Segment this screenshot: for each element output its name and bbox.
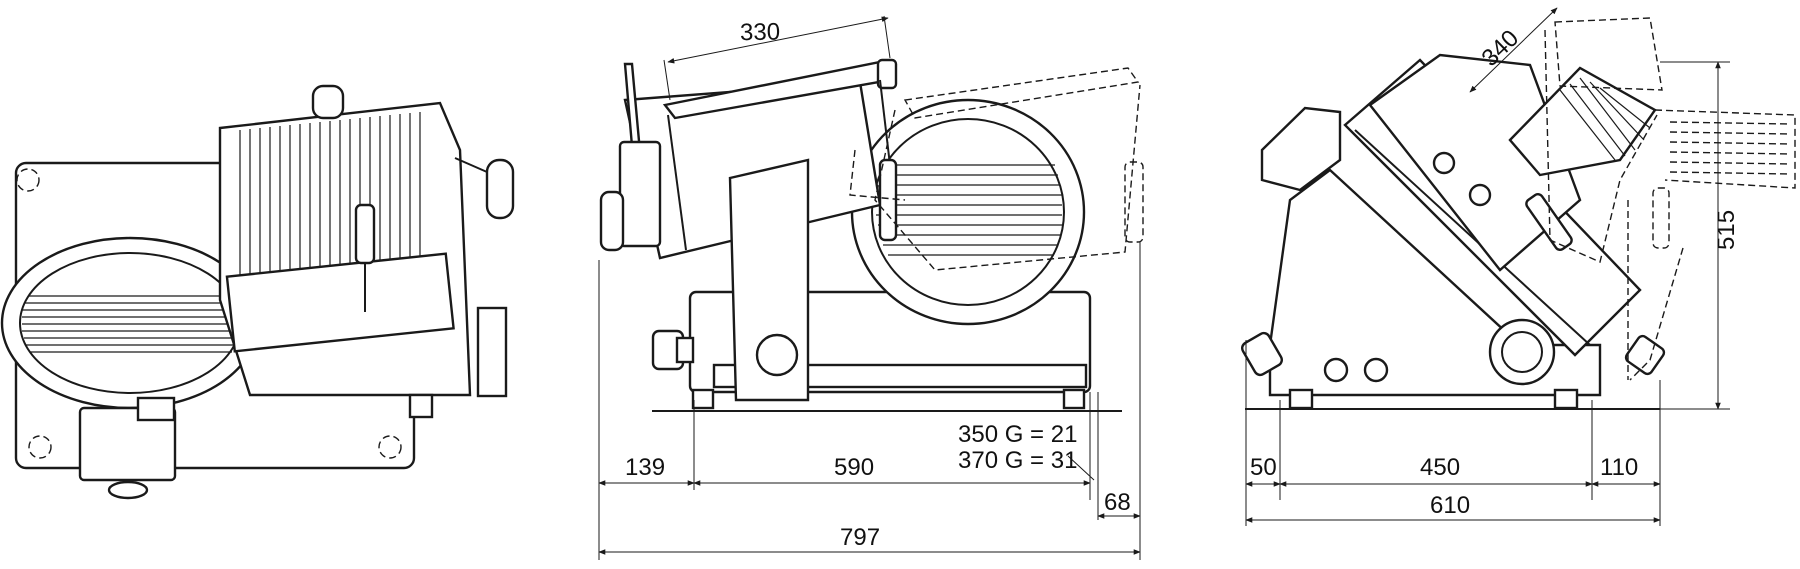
bottom-knob bbox=[107, 480, 149, 500]
pusher-plate bbox=[225, 252, 455, 353]
foot-mark bbox=[28, 435, 52, 459]
note-350: 350 G = 21 bbox=[958, 421, 1077, 448]
dim-330: 330 bbox=[740, 19, 781, 47]
tilted-view: 340 515 50 450 110 610 bbox=[1241, 7, 1796, 526]
dim-110: 110 bbox=[1600, 454, 1638, 481]
dim-610: 610 bbox=[1430, 492, 1470, 519]
front-knob bbox=[1241, 331, 1283, 377]
column-bolt bbox=[755, 333, 799, 377]
dim-797: 797 bbox=[840, 524, 880, 551]
ghost-arm bbox=[903, 67, 1140, 119]
top-knob bbox=[311, 84, 345, 120]
foot-pedal bbox=[1624, 334, 1666, 376]
side-view: 330 139 590 350 G = 21 370 G = 31 68 797 bbox=[598, 15, 1144, 560]
base-bolt bbox=[1363, 357, 1389, 383]
side-rail bbox=[476, 306, 508, 398]
dim-139: 139 bbox=[625, 454, 665, 481]
dim-450: 450 bbox=[1420, 454, 1460, 481]
dim-515: 515 bbox=[1713, 210, 1740, 250]
feed-hopper bbox=[1260, 106, 1342, 192]
foot-mark bbox=[16, 168, 40, 192]
top-view bbox=[0, 84, 515, 500]
motor-housing bbox=[78, 406, 177, 482]
base-bolt bbox=[1323, 357, 1349, 383]
side-handle bbox=[485, 158, 515, 220]
base-hub bbox=[1488, 318, 1556, 386]
dim-590: 590 bbox=[834, 454, 874, 481]
dim-50: 50 bbox=[1250, 454, 1277, 481]
ghost-carriage bbox=[1554, 17, 1663, 91]
note-370: 370 G = 31 bbox=[958, 447, 1077, 474]
blade-hatch bbox=[876, 164, 1062, 256]
blade-hatch bbox=[22, 295, 240, 353]
carriage-handle bbox=[599, 190, 625, 252]
carriage-tray bbox=[218, 101, 472, 397]
foot-mark bbox=[378, 435, 402, 459]
base bbox=[1268, 168, 1602, 397]
pusher-post bbox=[354, 203, 376, 265]
dim-68: 68 bbox=[1104, 489, 1131, 516]
